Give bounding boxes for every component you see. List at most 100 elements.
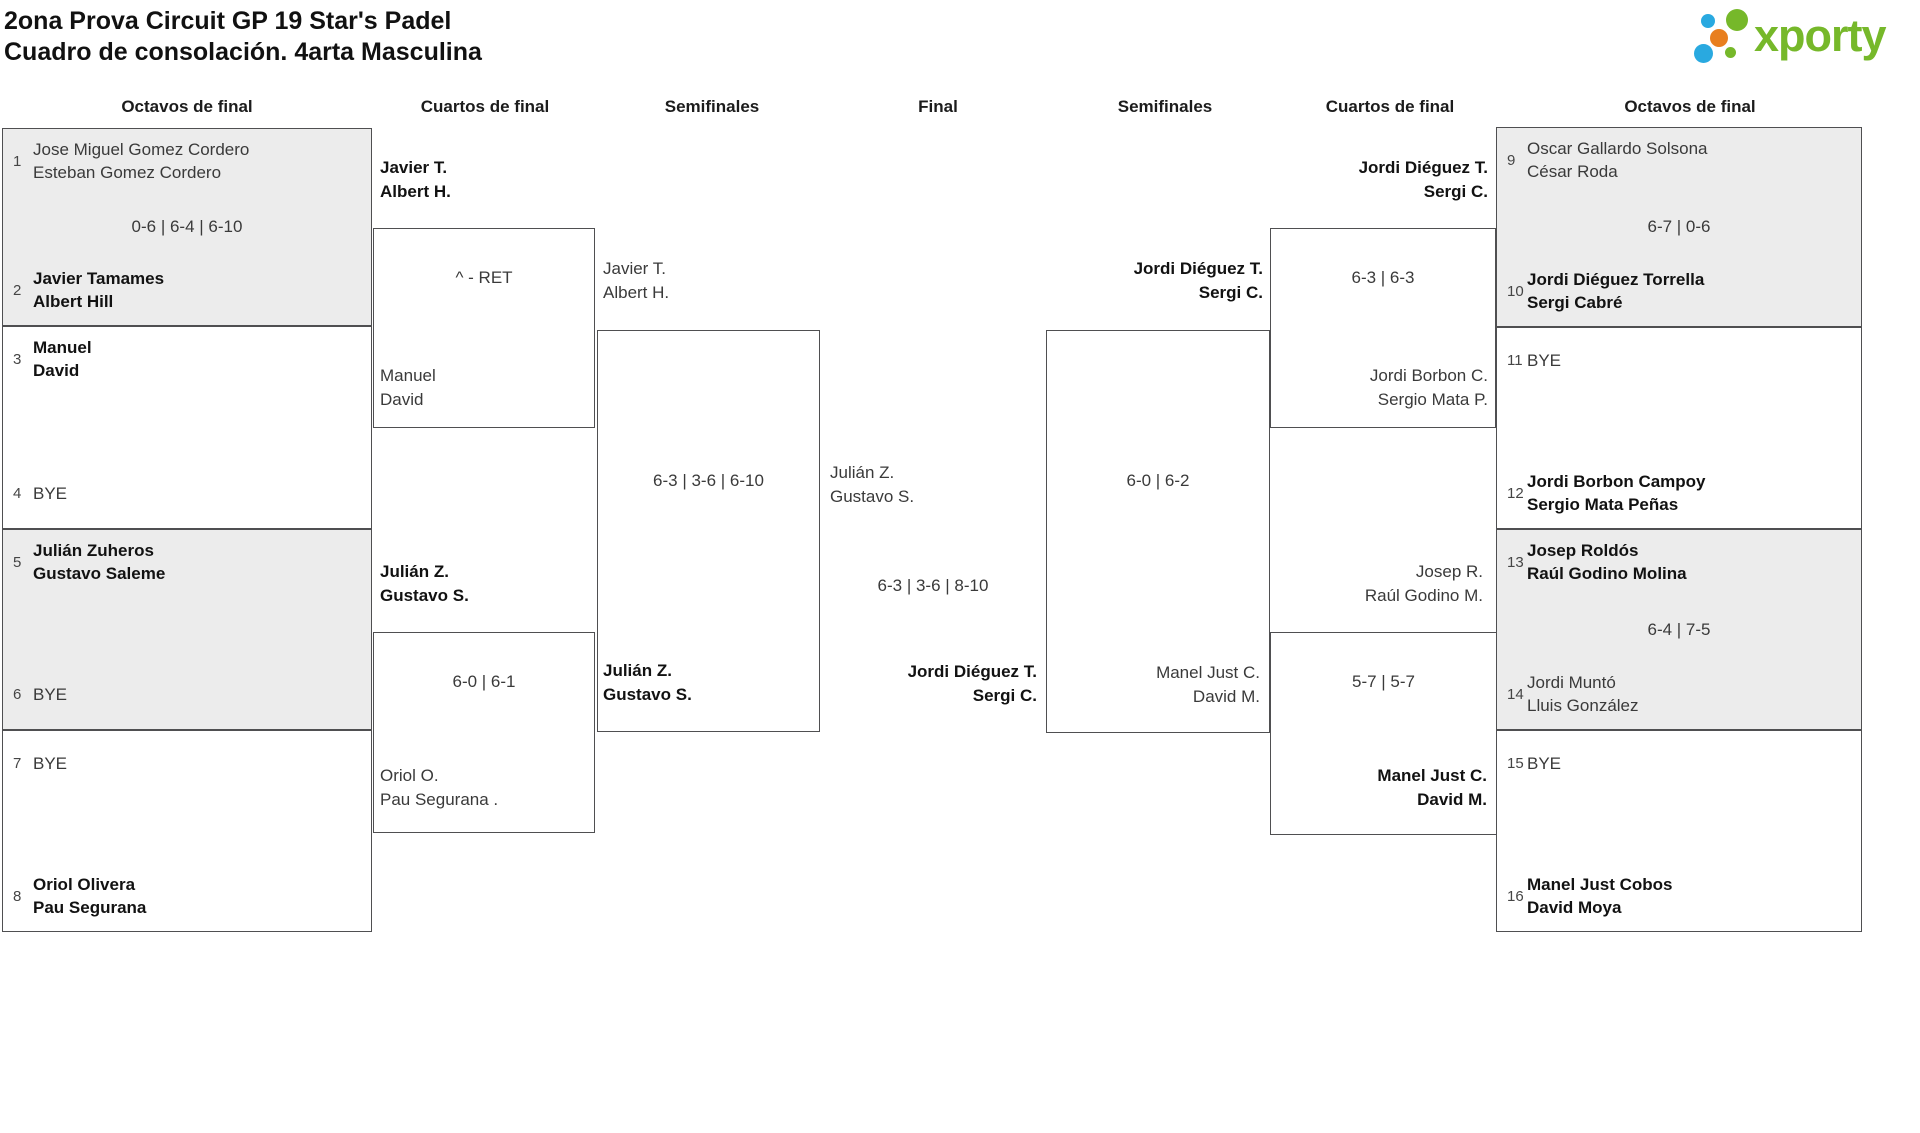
team-names: Manel Just Cobos David Moya [1527,873,1672,919]
player-2: Gustavo S. [830,487,915,506]
match-box-octavos-right-1: 9 Oscar Gallardo Solsona César Roda 6-7 … [1496,127,1862,327]
team-entry: 15 BYE [1505,740,1853,786]
seed-number: 9 [1507,151,1516,169]
team-label: Jordi Diéguez T. Sergi C. [1288,156,1488,204]
final-score: 6-3 | 3-6 | 8-10 [877,576,989,595]
team-entry: 10 Jordi Diéguez Torrella Sergi Cabré [1505,268,1853,314]
player-2: Pau Segurana . [380,790,499,809]
team-entry: 13 Josep Roldós Raúl Godino Molina [1505,539,1853,585]
player-2: David Moya [1527,898,1622,917]
player-2: Sergi C. [1423,182,1488,201]
player-2: Albert H. [380,182,451,201]
match-box-cuartos-right-1 [1270,228,1496,428]
player-2: Gustavo S. [603,685,692,704]
seed-number: 8 [13,887,22,905]
player-1: Jordi Diéguez T. [1358,158,1488,177]
player-1: Oriol O. [380,766,439,785]
team-names: Manuel David [33,336,92,382]
logo-dot-green-small [1725,47,1736,58]
player-1: Jordi Diéguez T. [907,662,1037,681]
team-entry: 14 Jordi Muntó Lluis González [1505,671,1853,717]
column-header-octavos-right: Octavos de final [1624,97,1756,116]
seed-number: 12 [1507,484,1524,502]
team-label: Manuel David [380,364,436,412]
player-1: Julián Z. [603,661,672,680]
player-1: Jordi Diéguez Torrella [1527,270,1705,289]
match-box-octavos-left-4: 7 BYE 8 Oriol Olivera Pau Segurana [2,730,372,932]
match-box-octavos-right-4: 15 BYE 16 Manel Just Cobos David Moya [1496,730,1862,932]
match-box-octavos-left-1: 1 Jose Miguel Gomez Cordero Esteban Gome… [2,128,372,326]
match-score: 6-4 | 7-5 [1647,619,1711,639]
team-entry: 2 Javier Tamames Albert Hill [11,267,363,313]
player-2: Gustavo S. [380,586,469,605]
team-entry: 3 Manuel David [11,336,363,382]
player-1: Josep Roldós [1527,541,1639,560]
match-score: 6-0 | 6-2 [1126,471,1190,490]
player-2: Sergi C. [972,686,1037,705]
team-names: Jordi Borbon Campoy Sergio Mata Peñas [1527,470,1706,516]
team-label: Oriol O. Pau Segurana . [380,764,498,812]
player-2: Sergio Mata Peñas [1527,495,1679,514]
player-1: Manel Just C. [1377,766,1487,785]
team-entry: 9 Oscar Gallardo Solsona César Roda [1505,137,1853,183]
player-1: Julián Z. [830,463,895,482]
team-label: Jordi Borbon C. Sergio Mata P. [1288,364,1488,412]
team-names: BYE [1527,752,1561,775]
seed-number: 15 [1507,754,1524,772]
player-2: Raúl Godino Molina [1527,564,1687,583]
team-names: BYE [33,752,67,775]
player-2: David [380,390,424,409]
match-box-octavos-right-2: 11 BYE 12 Jordi Borbon Campoy Sergio Mat… [1496,327,1862,529]
column-header-semifinales-left: Semifinales [664,97,760,116]
team-label: Julián Z. Gustavo S. [380,560,469,608]
column-header-cuartos-right: Cuartos de final [1325,97,1455,116]
player-1: Julián Z. [380,562,449,581]
draw-name: Cuadro de consolación. 4arta Masculina [4,38,482,66]
player-1: Jordi Borbon Campoy [1527,472,1706,491]
column-header-octavos-left: Octavos de final [121,97,253,116]
player-1: Manel Just C. [1156,663,1260,682]
seed-number: 5 [13,553,22,571]
match-box-semifinal-right [1046,330,1270,733]
player-2: Sergio Mata P. [1377,390,1488,409]
player-1: BYE [33,684,68,704]
seed-number: 10 [1507,282,1524,300]
player-2: David M. [1192,687,1260,706]
team-entry: 12 Jordi Borbon Campoy Sergio Mata Peñas [1505,470,1853,516]
xporty-logo[interactable]: xporty [1690,0,1916,80]
team-names: Jordi Muntó Lluis González [1527,671,1639,717]
team-names: Julián Zuheros Gustavo Saleme [33,539,165,585]
logo-dot-blue-large [1694,44,1713,63]
player-1: Manuel [33,338,92,357]
team-label: Manel Just C. David M. [1060,661,1260,709]
team-names: Javier Tamames Albert Hill [33,267,164,313]
seed-number: 11 [1507,351,1523,369]
player-2: Esteban Gomez Cordero [33,163,222,182]
logo-dot-green-large [1726,9,1748,31]
player-2: Sergi C. [1198,283,1263,302]
seed-number: 7 [13,754,22,772]
match-score: 6-0 | 6-1 [452,672,516,691]
match-box-octavos-right-3: 13 Josep Roldós Raúl Godino Molina 6-4 |… [1496,529,1862,730]
player-1: Javier Tamames [33,269,165,288]
column-header-final: Final [918,97,958,116]
team-label-champion: Jordi Diéguez T. Sergi C. [837,660,1037,708]
match-score: 0-6 | 6-4 | 6-10 [131,217,243,236]
team-names: Oriol Olivera Pau Segurana [33,873,146,919]
column-header-cuartos-left: Cuartos de final [420,97,550,116]
team-entry: 8 Oriol Olivera Pau Segurana [11,873,363,919]
team-label: Jordi Diéguez T. Sergi C. [1063,257,1263,305]
player-1: Jose Miguel Gomez Cordero [33,140,250,159]
player-1: Oriol Olivera [33,875,136,894]
seed-number: 6 [13,685,22,703]
seed-number: 16 [1507,887,1524,905]
match-box-semifinal-left [597,330,820,732]
team-label: Javier T. Albert H. [603,257,669,305]
player-1: BYE [33,483,68,503]
team-names: Jordi Diéguez Torrella Sergi Cabré [1527,268,1704,314]
player-1: Oscar Gallardo Solsona [1527,139,1708,158]
logo-dot-blue-small [1701,14,1715,28]
seed-number: 2 [13,281,22,299]
match-score: ^ - RET [455,268,513,287]
